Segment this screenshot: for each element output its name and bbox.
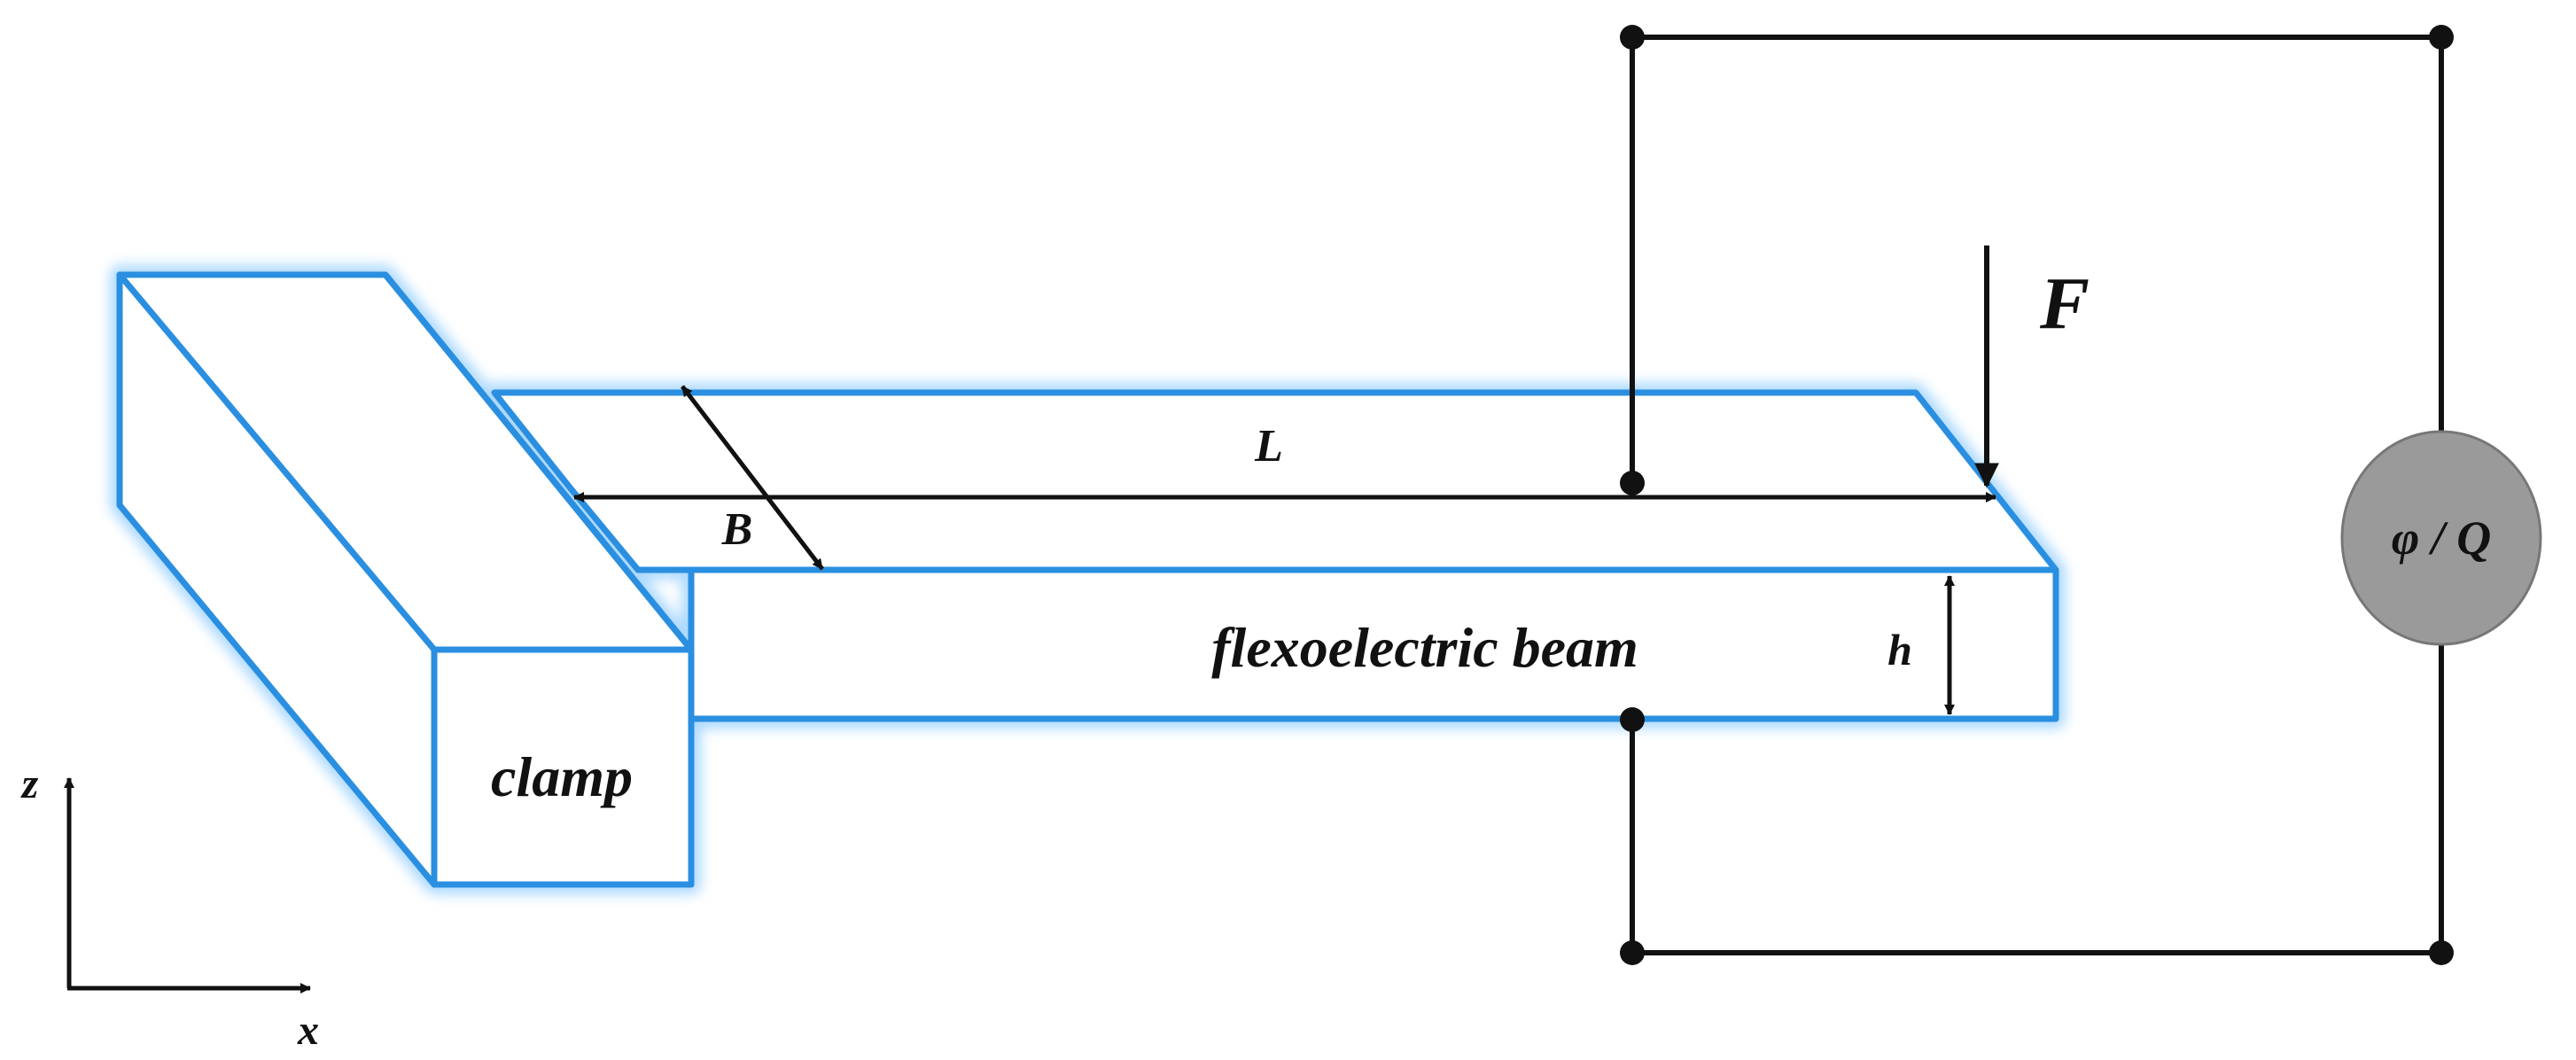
clamp-front-edge [383, 272, 695, 885]
z-axis-label: z [20, 760, 39, 807]
x-axis-label: x [297, 1007, 319, 1054]
top-wire [1630, 35, 2444, 486]
width-dimension-arrow [681, 385, 824, 571]
meter-circle [2340, 430, 2542, 646]
clamp-label: clamp [491, 745, 633, 808]
width-label: B [721, 504, 753, 555]
meter-label: φ / Q [2392, 511, 2492, 565]
electrode-top-node [1620, 471, 1645, 495]
circuit-wires [1630, 35, 2444, 955]
corner-node-bottom-right [2429, 940, 2454, 965]
length-label: L [1254, 421, 1283, 472]
electrode-bottom-node [1620, 707, 1645, 732]
beam-label: flexoelectric beam [1211, 616, 1638, 679]
force-label: F [2039, 262, 2090, 345]
corner-node-bottom-left [1620, 940, 1645, 965]
height-label: h [1887, 625, 1912, 674]
corner-node-top-right [2429, 25, 2454, 50]
corner-node-top-left [1620, 25, 1645, 50]
beam [491, 389, 2059, 722]
bottom-wire [1630, 643, 2444, 955]
coordinate-axes: z x [20, 760, 319, 1054]
circuit-nodes [1620, 25, 2454, 965]
